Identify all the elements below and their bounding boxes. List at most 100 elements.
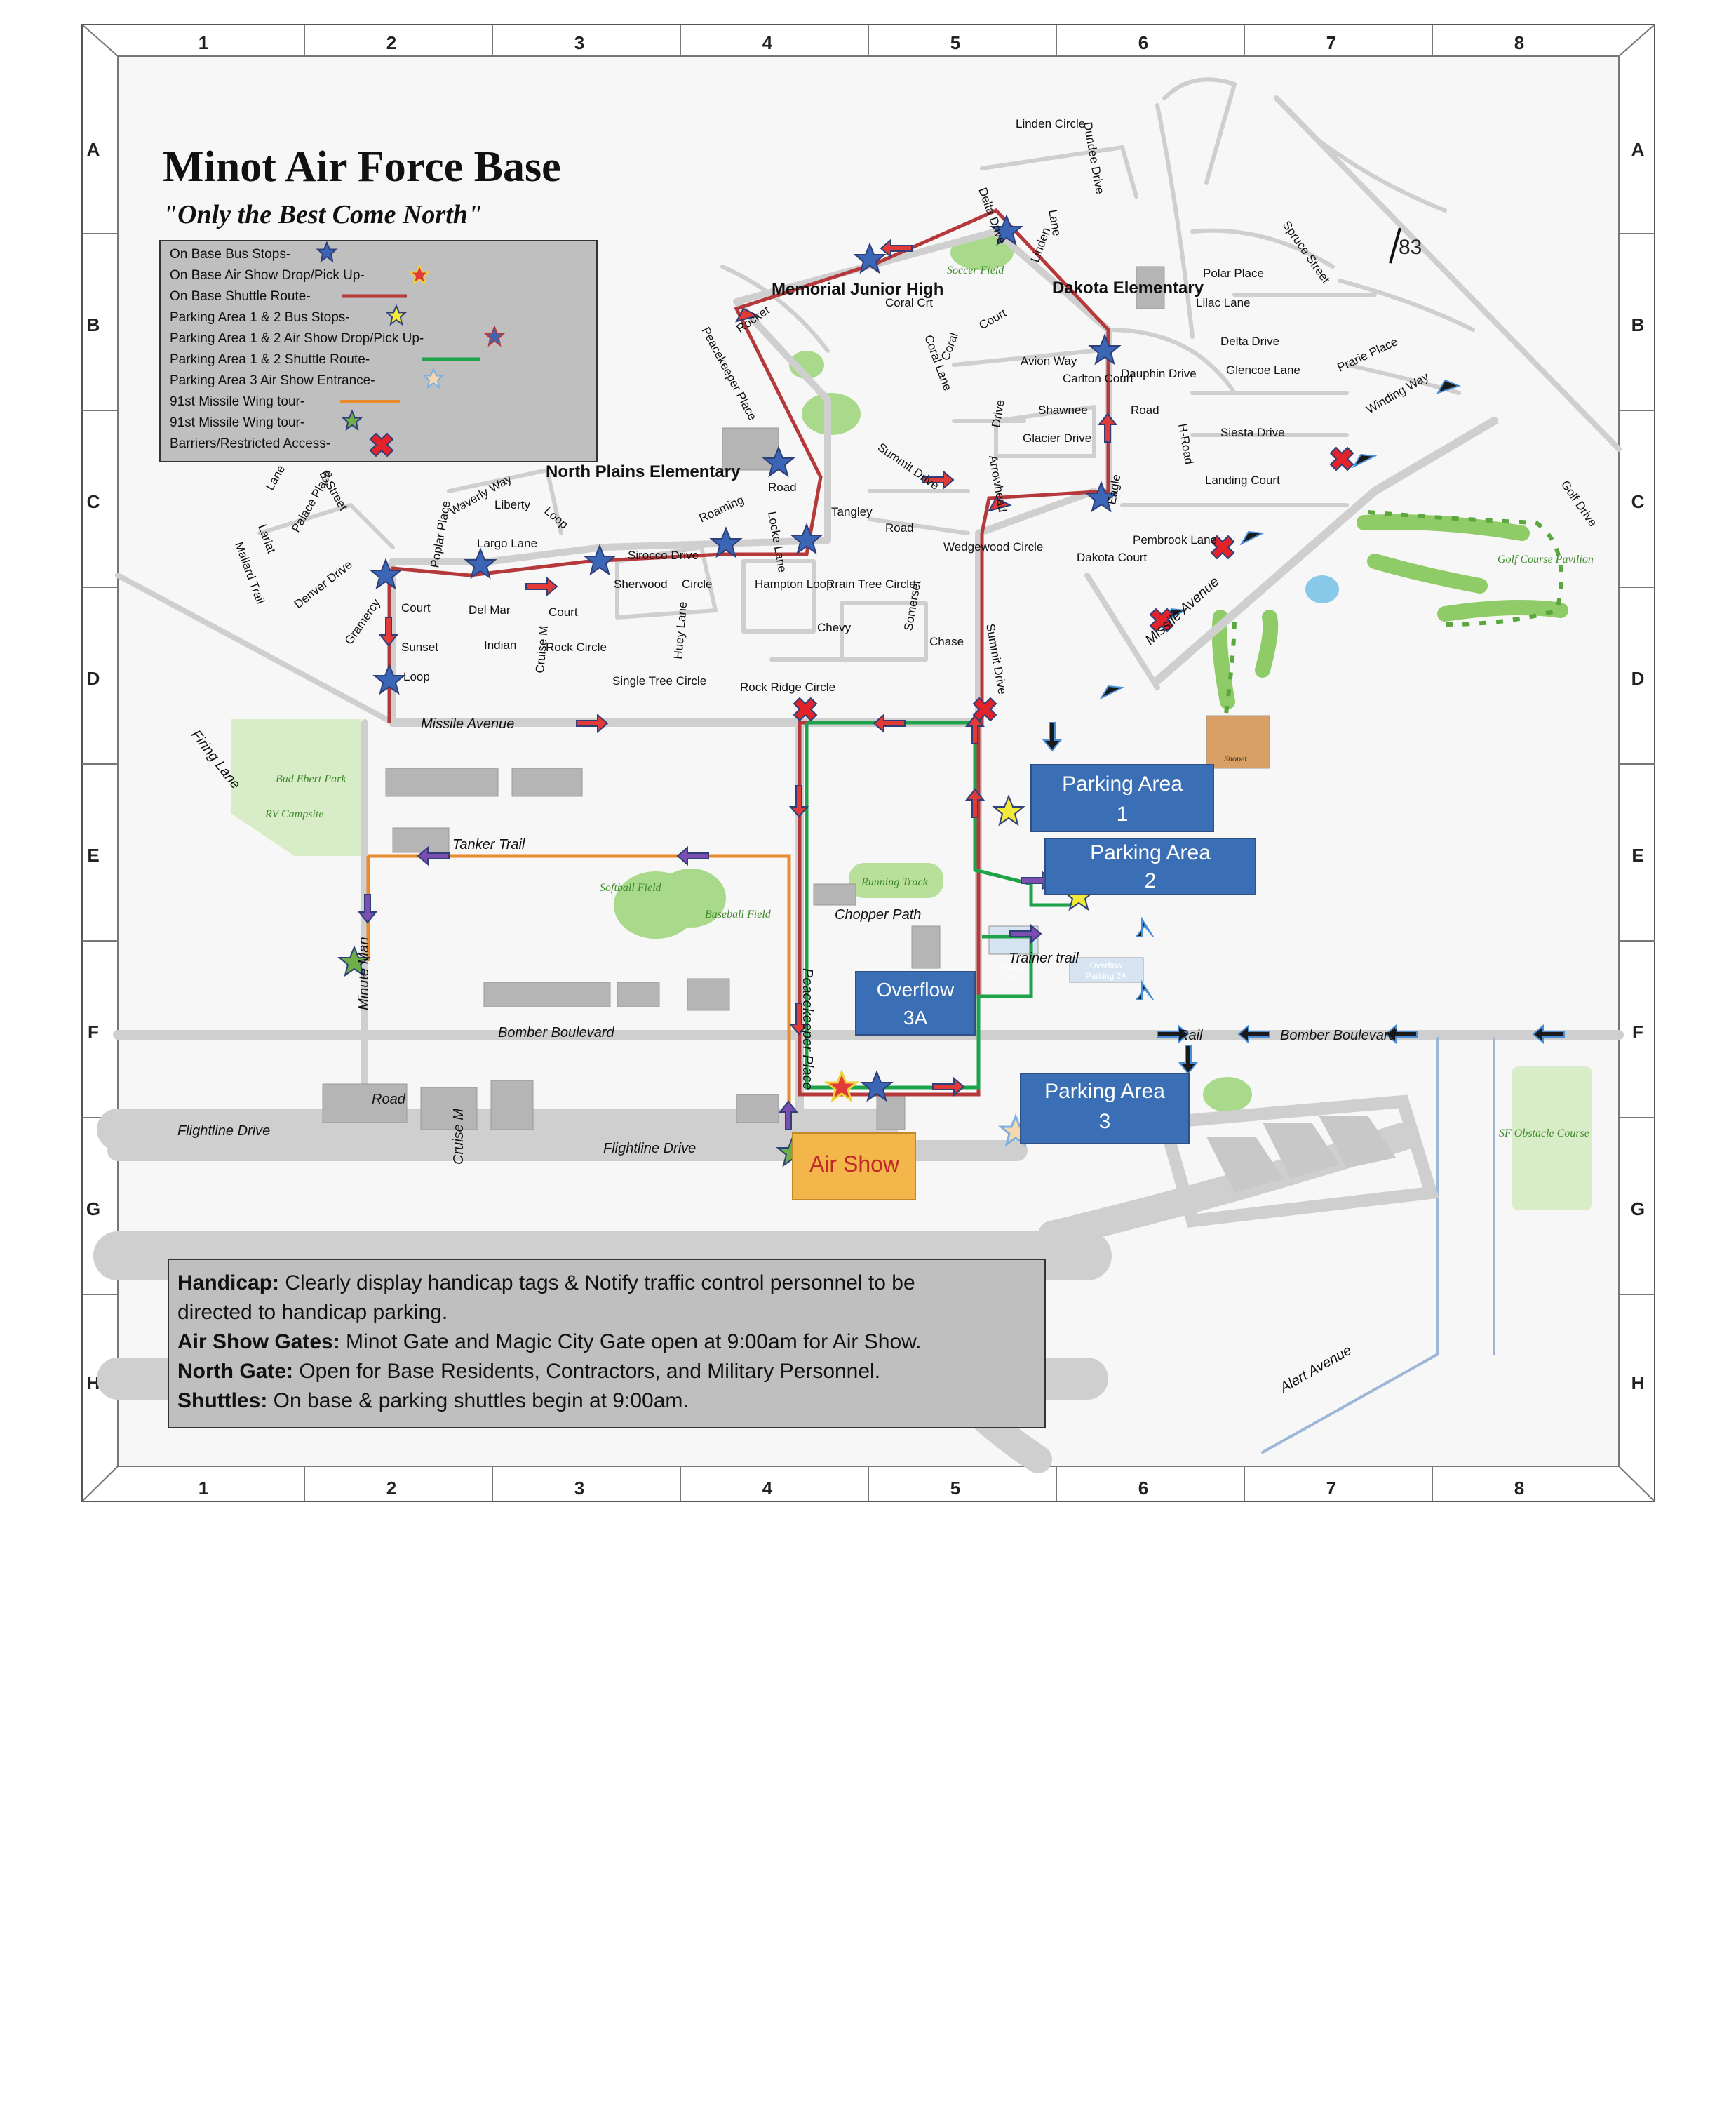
col-label-top: 3 — [574, 32, 584, 53]
svg-text:Sunset: Sunset — [401, 641, 438, 654]
legend-label: 91st Missile Wing tour- — [170, 394, 304, 409]
svg-text:Lilac Lane: Lilac Lane — [1196, 296, 1251, 309]
svg-text:directed to handicap parking.: directed to handicap parking. — [177, 1301, 448, 1324]
svg-text:Air Show Gates: Minot Gate and: Air Show Gates: Minot Gate and Magic Cit… — [177, 1330, 921, 1353]
col-label-bottom: 6 — [1138, 1478, 1148, 1499]
map-title: Minot Air Force Base — [163, 143, 561, 191]
legend-label: Parking Area 3 Air Show Entrance- — [170, 373, 375, 388]
overflow-2a: Overflow Parking 2A Parking A — [1003, 960, 1127, 981]
north-plains-label: North Plains Elementary — [546, 462, 741, 481]
svg-text:A: A — [1011, 973, 1016, 980]
memorial-jh-label: Memorial Junior High — [772, 280, 943, 299]
row-label-left: D — [87, 668, 100, 689]
note-text: Clearly display handicap tags & Notify t… — [279, 1271, 915, 1294]
svg-text:Road: Road — [885, 521, 914, 535]
parking-area-3: Parking Area 3 — [1020, 1073, 1190, 1144]
svg-text:Sherwood: Sherwood — [614, 577, 668, 591]
note-text: Open for Base Residents, Contractors, an… — [293, 1360, 880, 1383]
legend-label: On Base Air Show Drop/Pick Up- — [170, 268, 365, 283]
barrier-icon — [369, 432, 394, 457]
map-legend: On Base Bus Stops- On Base Air Show Drop… — [159, 240, 598, 462]
svg-text:Del Mar: Del Mar — [469, 603, 511, 617]
svg-text:Rrain Tree Circle: Rrain Tree Circle — [826, 577, 916, 591]
svg-text:Missile Avenue: Missile Avenue — [421, 716, 514, 732]
park-area — [231, 719, 361, 856]
legend-label: Parking Area 1 & 2 Bus Stops- — [170, 310, 350, 325]
row-label-left: A — [87, 139, 100, 160]
sf-obstacle-area — [1512, 1066, 1592, 1210]
svg-text:Overflow: Overflow — [1089, 960, 1123, 970]
svg-text:Golf Course Pavilion: Golf Course Pavilion — [1498, 554, 1594, 565]
svg-text:Chase: Chase — [929, 635, 964, 648]
svg-text:Soccer Field: Soccer Field — [947, 265, 1004, 276]
map-subtitle: "Only the Best Come North" — [163, 200, 483, 229]
parking-area-2: Parking Area 2 — [1044, 838, 1256, 895]
col-label-bottom: 5 — [950, 1478, 960, 1499]
svg-text:Parking Area: Parking Area — [1044, 1080, 1165, 1103]
pond — [1305, 575, 1339, 603]
col-label-top: 7 — [1326, 32, 1336, 53]
col-label-bottom: 4 — [762, 1478, 773, 1499]
note-heading: North Gate: — [177, 1360, 293, 1383]
highway-label: 83 — [1399, 236, 1422, 259]
svg-text:Carlton Court: Carlton Court — [1063, 372, 1133, 385]
legend-label: On Base Bus Stops- — [170, 247, 290, 262]
col-label-bottom: 2 — [386, 1478, 396, 1499]
note-heading: Shuttles: — [177, 1389, 267, 1412]
note-text: On base & parking shuttles begin at 9:00… — [267, 1389, 688, 1412]
svg-text:3: 3 — [1099, 1110, 1111, 1133]
col-label-top: 1 — [199, 32, 208, 53]
note-text: directed to handicap parking. — [177, 1301, 448, 1324]
svg-text:Sirocco Drive: Sirocco Drive — [628, 549, 699, 562]
svg-text:Landing Court: Landing Court — [1205, 474, 1280, 487]
svg-text:Overflow: Overflow — [877, 979, 955, 1000]
overflow-3a: Overflow 3A — [855, 971, 976, 1036]
row-label-right: C — [1631, 491, 1645, 512]
svg-text:Glacier Drive: Glacier Drive — [1023, 431, 1091, 445]
dakota-elementary-label: Dakota Elementary — [1052, 279, 1204, 297]
row-label-left: H — [87, 1372, 100, 1393]
svg-text:SF Obstacle Course: SF Obstacle Course — [1499, 1127, 1589, 1139]
svg-text:Chevy: Chevy — [817, 621, 852, 634]
svg-text:Coral Crt: Coral Crt — [885, 296, 933, 309]
row-label-left: G — [86, 1198, 100, 1219]
svg-text:Cruise M: Cruise M — [451, 1109, 466, 1165]
svg-text:Road: Road — [768, 481, 797, 494]
note-heading: Air Show Gates: — [177, 1330, 340, 1353]
svg-text:Circle: Circle — [682, 577, 712, 591]
notes-box: Handicap: Clearly display handicap tags … — [168, 1259, 1046, 1428]
svg-text:Rock Circle: Rock Circle — [546, 641, 607, 654]
hangars — [1156, 1094, 1439, 1228]
barriers — [793, 446, 1354, 722]
legend-label: Parking Area 1 & 2 Shuttle Route- — [170, 352, 370, 367]
col-label-top: 8 — [1514, 32, 1524, 53]
svg-text:Hampton Loop: Hampton Loop — [755, 577, 833, 591]
green-labels: Soccer Field Softball Field Baseball Fie… — [264, 265, 1594, 1139]
svg-text:Shopet: Shopet — [1224, 754, 1247, 763]
col-label-bottom: 3 — [574, 1478, 584, 1499]
svg-text:3A: 3A — [903, 1007, 928, 1029]
svg-text:Road: Road — [372, 1092, 406, 1107]
svg-text:Chopper Path: Chopper Path — [835, 907, 921, 923]
svg-text:Rail: Rail — [1178, 1028, 1203, 1043]
svg-text:Trainer trail: Trainer trail — [1009, 951, 1079, 966]
svg-text:Road: Road — [1131, 403, 1159, 417]
running-track-area — [849, 863, 943, 898]
col-label-bottom: 1 — [199, 1478, 208, 1499]
svg-text:Pembrook Lane: Pembrook Lane — [1133, 533, 1217, 547]
svg-text:Shuttles: On base & parking sh: Shuttles: On base & parking shuttles beg… — [177, 1389, 689, 1412]
svg-text:Rock Ridge Circle: Rock Ridge Circle — [740, 681, 835, 694]
row-label-right: H — [1631, 1372, 1645, 1393]
svg-text:Bomber Boulevard: Bomber Boulevard — [1280, 1028, 1397, 1043]
svg-text:Delta Drive: Delta Drive — [1220, 335, 1279, 348]
row-label-left: C — [87, 491, 100, 512]
svg-text:Court: Court — [401, 601, 431, 615]
svg-text:Largo Lane: Largo Lane — [477, 537, 537, 550]
map-background — [231, 235, 1592, 1210]
note-heading: Handicap: — [177, 1271, 279, 1294]
air-show-area: Air Show — [792, 1132, 916, 1200]
legend-label: On Base Shuttle Route- — [170, 289, 311, 304]
col-label-bottom: 8 — [1514, 1478, 1524, 1499]
row-label-left: E — [87, 845, 99, 866]
